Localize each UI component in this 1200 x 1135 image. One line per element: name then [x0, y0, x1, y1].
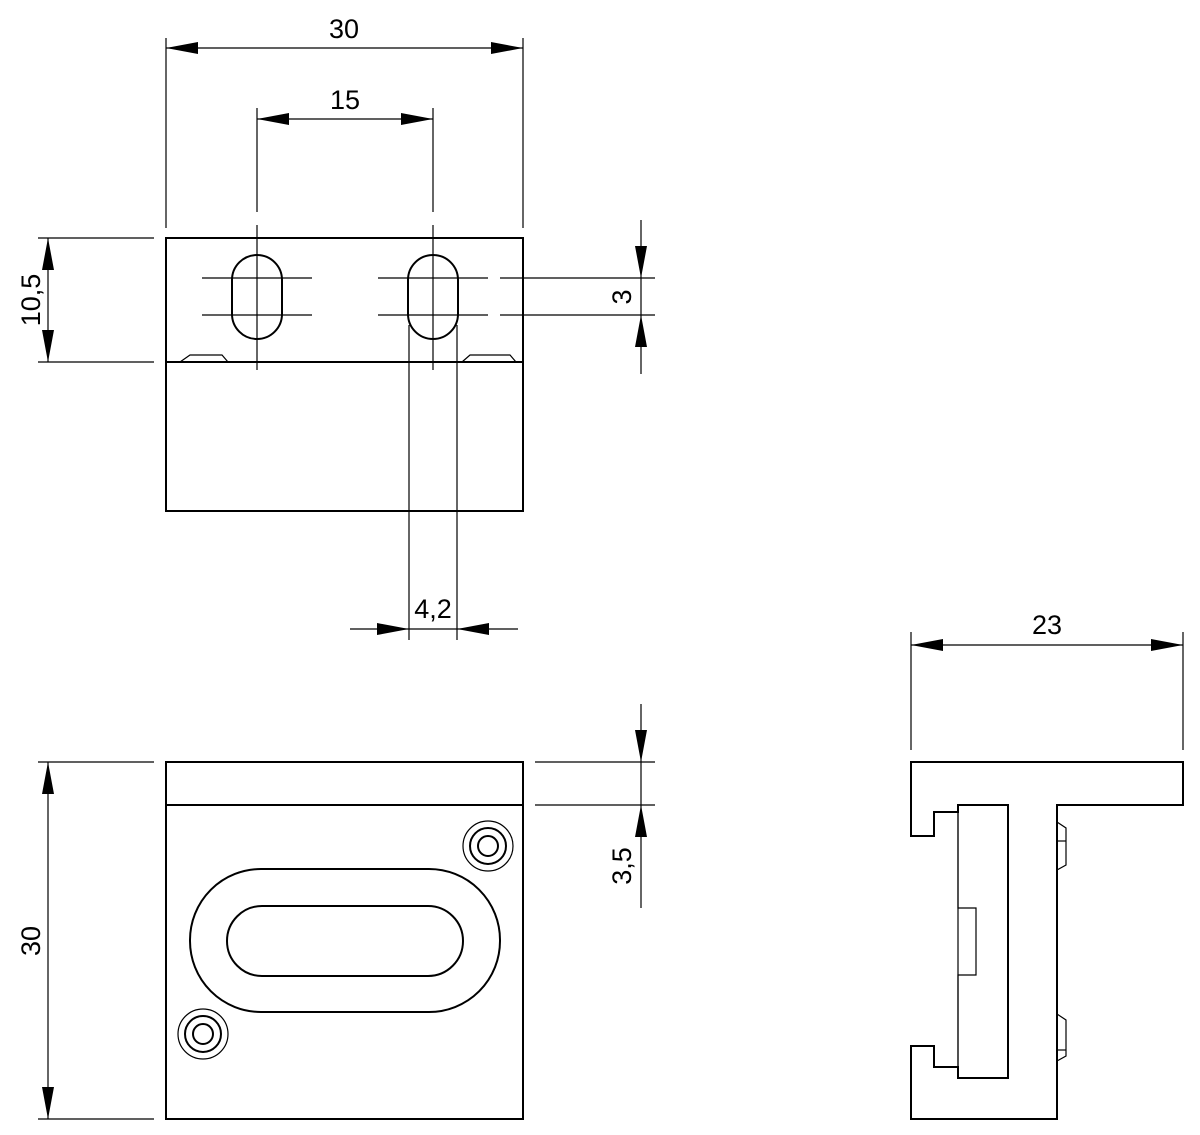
screw-icon: [462, 820, 514, 872]
front-view: [165, 761, 524, 1120]
dim-label-hole-spacing: 15: [330, 85, 360, 115]
dimension-hole-spacing: 15: [256, 85, 434, 212]
dim-label-front-height: 30: [16, 926, 46, 956]
oval-outer: [189, 868, 501, 1013]
dimension-front-height: 30: [16, 761, 154, 1120]
dim-label-top-width: 30: [329, 14, 359, 44]
dimension-top-width: 30: [165, 14, 524, 228]
dimension-side-width: 23: [910, 610, 1184, 750]
dimension-slot-width: 4,2: [350, 325, 518, 640]
dim-label-front-offset: 3,5: [607, 847, 637, 885]
screw-icon: [177, 1008, 229, 1060]
dimension-top-height: 10,5: [16, 237, 154, 363]
dim-label-side-width: 23: [1032, 610, 1062, 640]
top-view: [165, 225, 524, 512]
dimension-slot-length: 3: [500, 220, 655, 374]
dim-label-top-height: 10,5: [16, 274, 46, 327]
side-view: [910, 761, 1184, 1120]
oval-inner: [226, 905, 464, 977]
dimension-front-offset: 3,5: [535, 704, 655, 908]
dim-label-slot-width: 4,2: [414, 594, 452, 624]
dim-label-slot-length: 3: [607, 289, 637, 304]
